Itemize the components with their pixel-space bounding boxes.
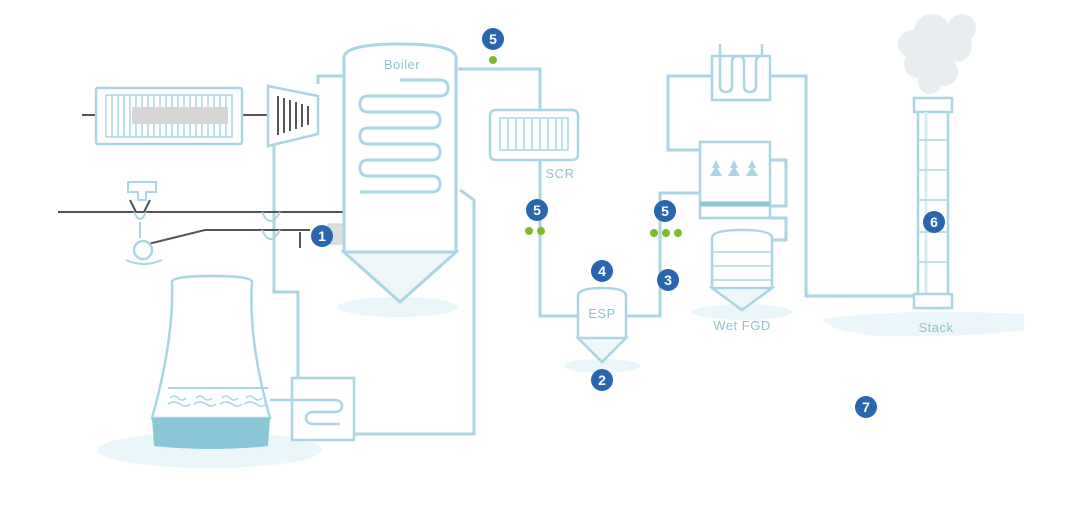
water-icon (710, 160, 758, 176)
marker-4[interactable]: 4 (591, 260, 613, 282)
stack-label: Stack (918, 320, 953, 335)
svg-text:3: 3 (664, 272, 672, 288)
wet-fgd-unit: Wet FGD (698, 140, 776, 333)
wet-fgd-label: Wet FGD (713, 318, 770, 333)
boiler-label: Boiler (384, 57, 420, 72)
generator (82, 86, 268, 146)
svg-text:5: 5 (533, 202, 541, 218)
pipe-crossings (261, 211, 301, 248)
condenser (270, 376, 356, 442)
scr-label: SCR (546, 166, 575, 181)
coal-feed-line (58, 199, 348, 247)
svg-text:5: 5 (661, 203, 669, 219)
marker-1[interactable]: 1 (311, 225, 333, 247)
svg-text:5: 5 (489, 31, 497, 47)
marker-5-fgd[interactable]: 5 (654, 200, 676, 222)
svg-text:4: 4 (598, 263, 606, 279)
svg-text:1: 1 (318, 228, 326, 244)
coal-hopper (127, 181, 157, 238)
smoke-icon (898, 14, 976, 94)
svg-text:2: 2 (598, 372, 606, 388)
marker-6[interactable]: 6 (923, 211, 945, 233)
scr-unit: SCR (488, 108, 580, 181)
sensor-points (489, 56, 682, 237)
marker-7[interactable]: 7 (855, 396, 877, 418)
svg-text:7: 7 (862, 399, 870, 415)
boiler: Boiler (340, 42, 460, 305)
stack: Stack (912, 96, 954, 335)
esp-label: ESP (588, 306, 616, 321)
esp-unit: ESP (574, 286, 630, 364)
marker-5-scr[interactable]: 5 (526, 199, 548, 221)
svg-text:6: 6 (930, 214, 938, 230)
cooling-tower (150, 274, 272, 449)
marker-5-top[interactable]: 5 (482, 28, 504, 50)
coal-mill (125, 239, 163, 265)
marker-3[interactable]: 3 (657, 269, 679, 291)
turbine (266, 84, 320, 148)
marker-2[interactable]: 2 (591, 369, 613, 391)
reheater (710, 44, 772, 102)
